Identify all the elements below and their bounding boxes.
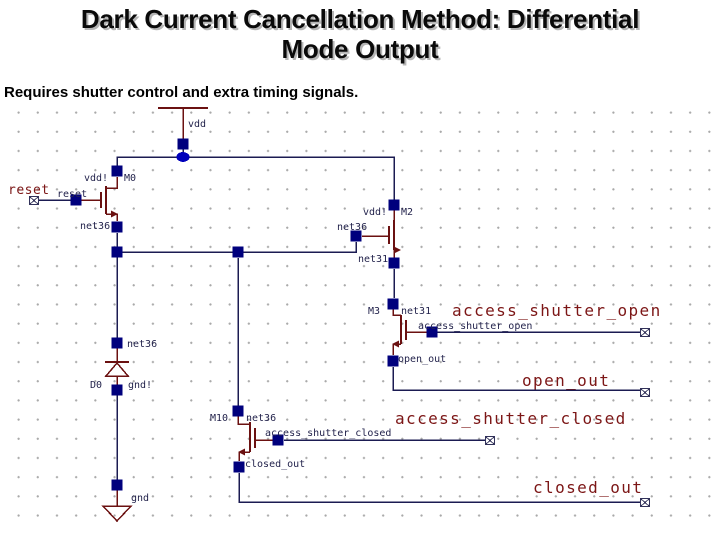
pin-m10-drain	[232, 405, 244, 417]
transistor-m0	[81, 177, 118, 221]
pin-vdd-symbol	[177, 138, 189, 150]
m10-source-arrow	[238, 448, 245, 456]
label-closed-out-port: closed_out	[533, 478, 643, 497]
wire-net36	[116, 233, 357, 406]
slide-title-line1: Dark Current Cancellation Method: Differ…	[80, 4, 640, 34]
label-m0-vdd: vdd!	[84, 173, 108, 184]
label-m2-vdd: vdd!	[363, 207, 387, 218]
junction-net36-left	[111, 246, 123, 258]
port-asc-x	[485, 436, 495, 445]
pin-d0-gnd	[111, 384, 123, 396]
port-closed-out	[639, 497, 651, 508]
pin-m10-source	[233, 461, 245, 473]
port-access-shutter-open	[639, 327, 651, 338]
slide-subtitle: Requires shutter control and extra timin…	[4, 84, 359, 101]
label-m2-net36: net36	[337, 222, 367, 233]
pin-m0-source	[111, 221, 123, 233]
transistor-m10	[237, 416, 273, 461]
label-m10-name: M10	[210, 413, 228, 424]
label-open-out-net: open_out	[398, 354, 446, 365]
d0-triangle	[104, 361, 130, 377]
label-d0-name: D0	[90, 380, 102, 391]
m0-drain-lead	[106, 177, 118, 189]
port-aso-x	[640, 328, 650, 337]
transistor-m3	[392, 309, 427, 355]
pin-m0-gate	[70, 194, 82, 206]
m0-source-arrow	[111, 210, 118, 218]
pin-m3-drain	[387, 298, 399, 310]
label-open-out-port: open_out	[522, 371, 610, 390]
pin-gnd-symbol	[111, 479, 123, 491]
label-vdd-supply: vdd	[188, 119, 206, 130]
port-reset-x	[29, 196, 39, 205]
pin-m2-drain	[388, 199, 400, 211]
label-m0-net36: net36	[80, 221, 110, 232]
pin-m3-gate	[426, 326, 438, 338]
junction-net36-mid	[232, 246, 244, 258]
slide-title-line2: Mode Output	[281, 34, 439, 64]
port-closed-out-x	[640, 498, 650, 507]
m3-source-arrow	[392, 340, 399, 348]
label-m3-name: M3	[368, 306, 380, 317]
label-d0-gnd: gnd!	[128, 380, 152, 391]
label-m0-name: M0	[124, 173, 136, 184]
label-access-shutter-closed-port: access_shutter_closed	[395, 409, 627, 428]
pin-d0-net36	[111, 337, 123, 349]
label-gnd-supply: gnd	[131, 493, 149, 504]
pin-m3-source	[387, 355, 399, 367]
port-open-out	[639, 387, 651, 398]
label-access-shutter-closed-net: access_shutter_closed	[265, 428, 391, 439]
gnd-symbol	[101, 490, 133, 523]
label-m2-net31: net31	[358, 254, 388, 265]
port-open-out-x	[640, 388, 650, 397]
label-reset-net: reset	[57, 189, 87, 200]
wire-open-out	[392, 367, 640, 391]
label-d0-net36: net36	[127, 339, 157, 350]
pin-m10-gate	[272, 434, 284, 446]
label-reset-port: reset	[8, 183, 50, 198]
diode-d0	[104, 348, 130, 385]
label-access-shutter-open-net: access_shutter_open	[418, 321, 532, 332]
m10-drain-lead	[237, 416, 250, 425]
gnd-symbol-triangle	[101, 505, 133, 523]
label-m2-name: M2	[401, 207, 413, 218]
pin-m2-source	[388, 257, 400, 269]
label-closed-out-net: closed_out	[245, 459, 305, 470]
wire-closed-out	[238, 473, 641, 503]
junction-vdd-dot	[176, 152, 190, 162]
wire-vdd-net	[116, 149, 395, 200]
label-m10-net36: net36	[246, 413, 276, 424]
m2-source-arrow	[394, 246, 401, 254]
port-reset	[28, 195, 40, 206]
m3-drain-lead	[392, 309, 401, 316]
label-m3-net31: net31	[401, 306, 431, 317]
pin-m0-drain	[111, 165, 123, 177]
transistor-m2	[362, 210, 401, 258]
port-access-shutter-closed	[484, 435, 496, 446]
pin-m2-gate	[350, 230, 362, 242]
slide-title: Dark Current Cancellation Method: Differ…	[0, 4, 720, 64]
label-access-shutter-open-port: access_shutter_open	[452, 301, 662, 320]
